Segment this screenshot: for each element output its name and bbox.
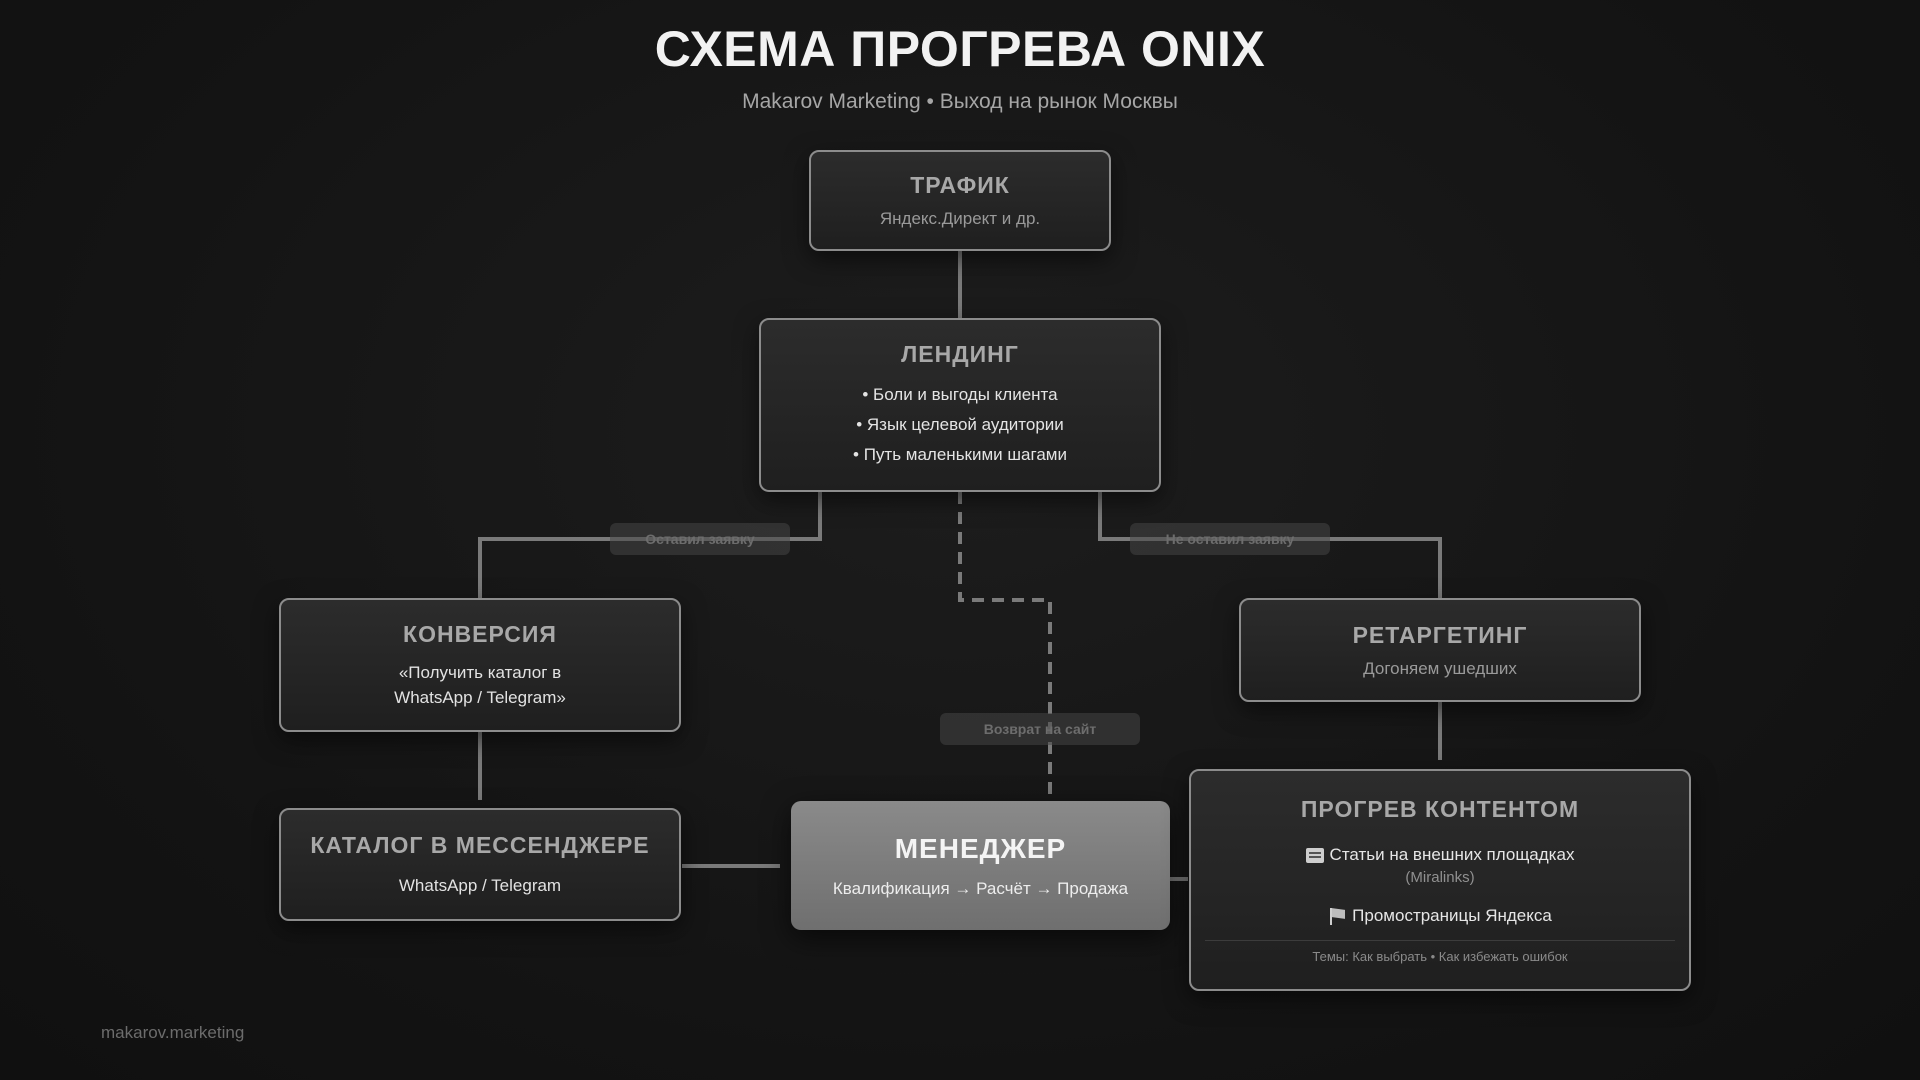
content-item-articles: Статьи на внешних площадках	[1305, 845, 1575, 865]
content-item-promo-label: Промостраницы Яндекса	[1352, 906, 1552, 925]
node-content: ПРОГРЕВ КОНТЕНТОМ Статьи на внешних площ…	[1189, 769, 1691, 991]
node-landing-title: ЛЕНДИНГ	[901, 340, 1019, 367]
landing-bullet: • Путь маленькими шагами	[853, 444, 1067, 464]
node-manager-title: МЕНЕДЖЕР	[894, 832, 1067, 864]
landing-bullets: • Боли и выгоды клиента • Язык целевой а…	[853, 380, 1067, 470]
edge-label-left: Оставил заявку	[610, 523, 790, 555]
flag-icon	[1328, 907, 1346, 925]
page-subtitle: Makarov Marketing • Выход на рынок Москв…	[742, 90, 1178, 113]
node-catalog: КАТАЛОГ В МЕССЕНДЖЕРЕ WhatsApp / Telegra…	[279, 808, 681, 921]
content-themes: Темы: Как выбрать • Как избежать ошибок	[1312, 949, 1568, 964]
content-item-articles-label: Статьи на внешних площадках	[1329, 845, 1575, 864]
node-conversion-text-1: «Получить каталог в	[398, 662, 562, 682]
node-catalog-subtitle: WhatsApp / Telegram	[398, 875, 562, 895]
page-title: СХЕМА ПРОГРЕВА ONIX	[654, 21, 1266, 77]
landing-bullet: • Язык целевой аудитории	[856, 414, 1064, 434]
node-retargeting-subtitle: Догоняем ушедших	[1363, 658, 1517, 678]
content-item-promo: Промостраницы Яндекса	[1328, 906, 1552, 926]
node-landing: ЛЕНДИНГ • Боли и выгоды клиента • Язык ц…	[759, 318, 1161, 492]
node-traffic-subtitle: Яндекс.Директ и др.	[879, 209, 1041, 228]
node-traffic: ТРАФИК Яндекс.Директ и др.	[809, 150, 1111, 251]
node-conversion-title: КОНВЕРСИЯ	[403, 620, 557, 647]
edge-label-right: Не оставил заявку	[1130, 523, 1330, 555]
node-conversion-text-2: WhatsApp / Telegram»	[394, 687, 566, 707]
landing-bullet: • Боли и выгоды клиента	[862, 384, 1058, 404]
node-conversion: КОНВЕРСИЯ «Получить каталог в WhatsApp /…	[279, 598, 681, 732]
node-manager-subtitle: Квалификация → Расчёт → Продажа	[832, 878, 1129, 898]
node-manager: МЕНЕДЖЕР Квалификация → Расчёт → Продажа	[791, 801, 1170, 930]
node-content-title: ПРОГРЕВ КОНТЕНТОМ	[1300, 796, 1580, 822]
footer-brand: makarov.marketing	[101, 1023, 245, 1042]
node-retargeting-title: РЕТАРГЕТИНГ	[1352, 621, 1528, 648]
document-icon	[1305, 847, 1324, 863]
connector-return-dashed	[958, 492, 1052, 800]
node-traffic-title: ТРАФИК	[910, 172, 1010, 198]
edge-label-return: Возврат на сайт	[940, 713, 1140, 745]
node-retargeting: РЕТАРГЕТИНГ Догоняем ушедших	[1239, 598, 1641, 702]
content-item-articles-note: (Miralinks)	[1405, 869, 1475, 886]
content-divider	[1205, 940, 1675, 941]
node-catalog-title: КАТАЛОГ В МЕССЕНДЖЕРЕ	[310, 831, 650, 858]
